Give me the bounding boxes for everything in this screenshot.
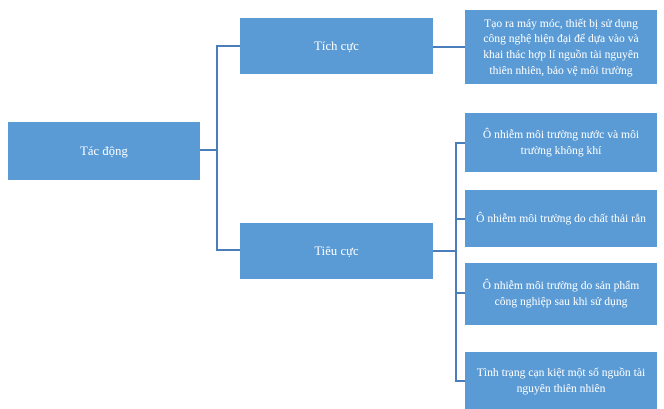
leaf-node-tieu-cuc-2-label: Ô nhiễm môi trường do chất thải rắn [476,211,646,225]
node-branch-tich-cuc[interactable]: Tích cực [240,18,433,74]
connector-tich-cuc-to-leaf-1 [433,46,465,48]
leaf-node-tieu-cuc-1[interactable]: Ô nhiễm môi trường nước và môi trường kh… [465,113,657,172]
leaf-node-tich-cuc-1[interactable]: Tạo ra máy móc, thiết bị sử dụng công ng… [465,10,657,84]
connector-tieu-cuc-vertical [455,142,457,382]
connector-to-tich-cuc [216,45,242,47]
connector-to-tieu-cuc [216,249,242,251]
connector-root-stub [200,149,218,151]
node-root-tac-dong[interactable]: Tác động [8,122,200,180]
node-root-label: Tác động [80,143,128,158]
leaf-node-tieu-cuc-2[interactable]: Ô nhiễm môi trường do chất thải rắn [465,190,657,247]
node-branch-tich-cuc-label: Tích cực [314,38,359,53]
leaf-node-tieu-cuc-1-label: Ô nhiễm môi trường nước và môi trường kh… [482,127,640,157]
leaf-node-tieu-cuc-4[interactable]: Tình trạng cạn kiệt một số nguồn tài ngu… [465,352,657,409]
leaf-node-tich-cuc-1-label: Tạo ra máy móc, thiết bị sử dụng công ng… [483,16,639,77]
connector-tieu-cuc-stub [433,250,457,252]
node-branch-tieu-cuc[interactable]: Tiêu cực [240,223,433,279]
connector-root-vertical [216,45,218,251]
leaf-node-tieu-cuc-4-label: Tình trạng cạn kiệt một số nguồn tài ngu… [476,365,646,395]
leaf-node-tieu-cuc-3-label: Ô nhiễm môi trường do sản phẩm công nghi… [482,279,640,308]
leaf-node-tieu-cuc-3[interactable]: Ô nhiễm môi trường do sản phẩm công nghi… [465,263,657,325]
node-branch-tieu-cuc-label: Tiêu cực [314,243,359,258]
